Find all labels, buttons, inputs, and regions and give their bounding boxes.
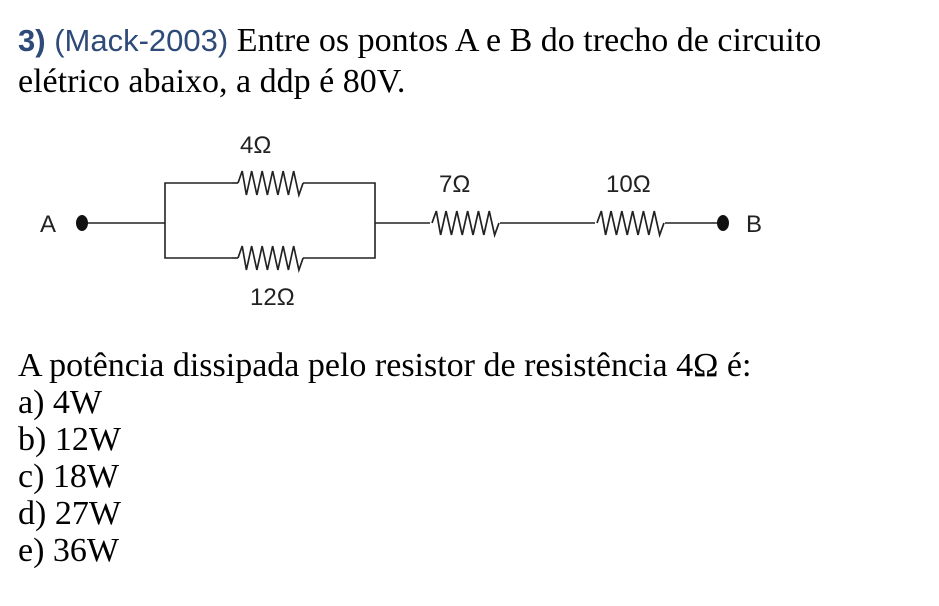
option-c: c) 18W [18, 458, 120, 495]
wire [164, 182, 232, 259]
wire [303, 182, 376, 259]
resistor-12-ohm [237, 245, 304, 271]
statement-line-1: Entre os pontos A e B do trecho de circu… [236, 22, 822, 59]
option-b: b) 12W [18, 421, 121, 458]
node-a-label: A [40, 211, 56, 238]
question-number: 3) [18, 23, 46, 58]
resistor-4-ohm [237, 170, 304, 196]
node-b-dot [717, 215, 729, 231]
option-e: e) 36W [18, 532, 120, 569]
r-series2-label: 10Ω [606, 171, 651, 198]
resistor-10-ohm [596, 210, 665, 236]
node-b-label: B [746, 211, 762, 238]
statement-line-2: elétrico abaixo, a ddp é 80V. [18, 63, 406, 100]
question-prompt: A potência dissipada pelo resistor de re… [18, 347, 752, 384]
resistor-7-ohm [431, 210, 500, 236]
r-top-label: 4Ω [240, 132, 271, 159]
r-bottom-label: 12Ω [250, 284, 295, 311]
node-a-dot [76, 215, 88, 231]
option-d: d) 27W [18, 495, 121, 532]
question-header: 3) (Mack-2003) Entre os pontos A e B do … [18, 22, 821, 60]
option-a: a) 4W [18, 384, 103, 421]
r-series1-label: 7Ω [439, 171, 470, 198]
question-source: (Mack-2003) [54, 23, 229, 58]
